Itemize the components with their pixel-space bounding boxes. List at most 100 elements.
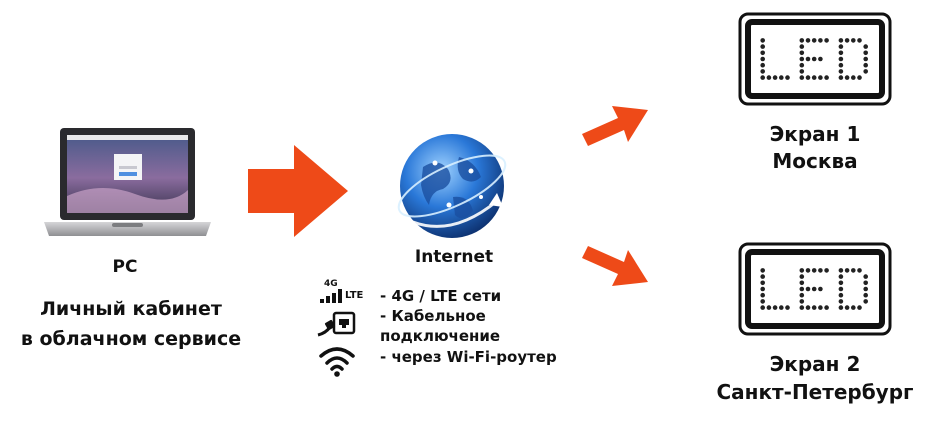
led-dot xyxy=(811,56,817,62)
led-dot xyxy=(818,286,823,292)
led-dot xyxy=(838,69,844,74)
led-dot xyxy=(818,268,823,273)
pc-label: PC xyxy=(112,257,138,277)
led-dot xyxy=(838,299,844,304)
led-dot xyxy=(851,75,856,80)
internet-label: Internet xyxy=(414,247,494,267)
led-dot xyxy=(760,286,765,292)
screen2-line1: Экран 2 xyxy=(769,352,861,376)
led-dot xyxy=(799,44,805,49)
led-dot xyxy=(760,69,765,74)
led-dot xyxy=(805,38,811,43)
led-dot xyxy=(857,75,862,80)
led-dot xyxy=(760,292,765,298)
led-dot xyxy=(818,56,823,62)
led-dot xyxy=(838,305,844,310)
led-screen-icon xyxy=(738,242,892,336)
led-dot xyxy=(766,75,772,80)
led-dot xyxy=(838,62,844,68)
led-dot xyxy=(760,274,765,279)
led-dot xyxy=(838,268,844,273)
led-dot xyxy=(838,44,844,49)
led-dot xyxy=(838,274,844,279)
screen1-line1: Экран 1 xyxy=(769,122,861,146)
ethernet-cable-icon xyxy=(316,311,356,339)
wifi-icon xyxy=(318,344,356,378)
signal-bars-icon: 4G LTE xyxy=(318,279,368,304)
led-dot xyxy=(818,38,823,43)
led-dot xyxy=(857,38,862,43)
led-dot xyxy=(838,38,844,43)
led-dot xyxy=(857,305,862,310)
led-dot xyxy=(760,75,765,80)
lte-badge-side: LTE xyxy=(345,290,364,301)
led-dot xyxy=(863,274,868,279)
led-dot xyxy=(760,299,765,304)
led-dot xyxy=(838,75,844,80)
led-dot xyxy=(824,305,829,310)
led-dot xyxy=(760,56,765,62)
led-dot xyxy=(818,305,823,310)
connection-item-cable-cont: подключение xyxy=(380,327,501,345)
screen2-line2: Санкт-Петербург xyxy=(716,380,914,404)
led-dot xyxy=(799,268,805,273)
led-dot xyxy=(799,305,805,310)
led-dot xyxy=(818,75,823,80)
led-dot xyxy=(851,268,856,273)
led-dot xyxy=(824,268,829,273)
led-dot xyxy=(805,56,811,62)
led-dot xyxy=(844,305,850,310)
arrow-icon xyxy=(248,145,348,237)
led-dot xyxy=(799,38,805,43)
led-dot xyxy=(805,75,811,80)
led-dot xyxy=(824,38,829,43)
led-dot xyxy=(785,305,790,310)
led-dot xyxy=(772,75,778,80)
led-dot xyxy=(760,280,765,286)
led-dot xyxy=(805,268,811,273)
led-dot xyxy=(857,268,862,273)
laptop-icon xyxy=(40,126,215,241)
connection-item-cable: - Кабельное xyxy=(380,307,486,325)
led-dot xyxy=(799,280,805,286)
led-dot xyxy=(779,305,784,310)
led-dot xyxy=(799,75,805,80)
led-dot xyxy=(805,286,811,292)
led-dot xyxy=(760,38,765,43)
led-dot xyxy=(863,299,868,304)
led-dot xyxy=(811,75,817,80)
led-dot xyxy=(863,50,868,56)
led-dot xyxy=(799,286,805,292)
led-dot xyxy=(760,62,765,68)
led-dot xyxy=(863,56,868,62)
globe-icon xyxy=(393,127,511,245)
led-dot xyxy=(799,274,805,279)
led-dot-grid xyxy=(760,268,868,310)
screen1-line2: Москва xyxy=(772,149,858,173)
arrow-icon xyxy=(578,240,652,292)
pc-caption-line1: Личный кабинет xyxy=(40,298,222,320)
led-dot xyxy=(799,50,805,56)
led-dot xyxy=(760,268,765,273)
led-dot xyxy=(863,286,868,292)
arrow-icon xyxy=(578,100,652,152)
led-dot xyxy=(838,50,844,56)
led-dot xyxy=(838,280,844,286)
led-dot xyxy=(851,305,856,310)
led-dot xyxy=(785,75,790,80)
connection-item-wifi: - через Wi-Fi-роутер xyxy=(380,348,557,366)
led-dot xyxy=(766,305,772,310)
led-dot xyxy=(760,50,765,56)
led-dot xyxy=(844,75,850,80)
led-dot-grid xyxy=(760,38,868,80)
led-dot xyxy=(844,268,850,273)
led-dot xyxy=(811,286,817,292)
led-dot xyxy=(799,292,805,298)
led-dot xyxy=(811,305,817,310)
led-dot xyxy=(760,44,765,49)
led-dot xyxy=(799,69,805,74)
led-dot xyxy=(799,62,805,68)
led-dot xyxy=(779,75,784,80)
pc-caption-line2: в облачном сервисе xyxy=(20,328,242,350)
led-dot xyxy=(863,280,868,286)
